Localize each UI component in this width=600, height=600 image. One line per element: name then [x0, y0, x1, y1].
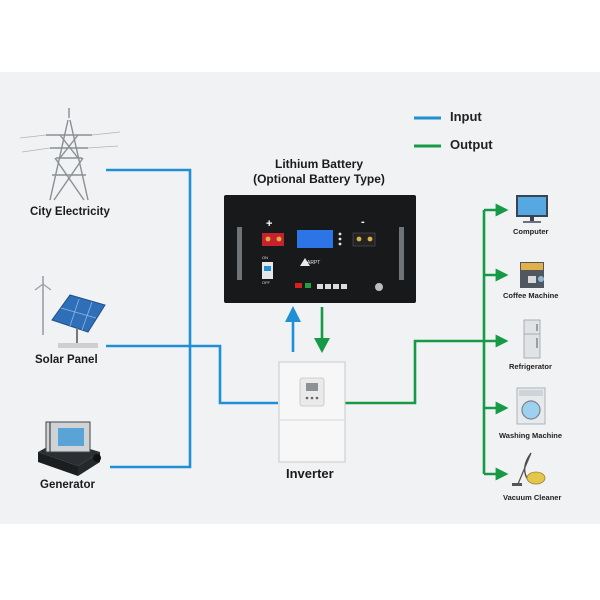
inverter-screen: [306, 383, 318, 391]
battery-title-line1: Lithium Battery: [274, 157, 363, 171]
washing-machine-label: Washing Machine: [499, 431, 563, 440]
lcd-display: [297, 230, 333, 248]
battery-title: Lithium Battery (Optional Battery Type): [236, 157, 402, 187]
lithium-battery-unit: [224, 195, 416, 303]
battery-brand: ARPT: [307, 260, 321, 266]
refrigerator-label: Refrigerator: [509, 362, 552, 371]
power-tower-icon: [19, 108, 121, 201]
legend-output-label: Output: [450, 137, 493, 152]
coffee-machine-icon: [520, 262, 544, 288]
solar-panel-icon: [34, 276, 106, 348]
generator-label: Generator: [40, 479, 95, 491]
battery-minus-symbol: -: [361, 216, 365, 228]
negative-terminal: [352, 232, 376, 247]
solar-panel-label: Solar Panel: [35, 354, 98, 366]
vacuum-cleaner-icon: [512, 452, 546, 486]
generator-icon: [38, 421, 101, 476]
inverter-output-line: [345, 339, 484, 405]
brand-logo-mark: [300, 258, 310, 266]
computer-label: Computer: [513, 227, 549, 236]
solar-input-line: [106, 344, 278, 405]
battery-to-inverter-arrow: [314, 338, 330, 353]
city-input-line: [106, 168, 192, 469]
computer-icon: [516, 195, 548, 223]
switch-on-label: ON: [262, 255, 268, 260]
switch-off-label: OFF: [262, 280, 270, 285]
positive-terminal: [262, 233, 284, 246]
output-lines: [314, 203, 509, 481]
inverter-label: Inverter: [286, 466, 334, 481]
city-electricity-label: City Electricity: [30, 206, 110, 218]
vacuum-cleaner-label: Vacuum Cleaner: [503, 493, 562, 502]
input-lines: [106, 168, 301, 469]
legend-input-label: Input: [450, 109, 482, 124]
refrigerator-icon: [523, 319, 541, 359]
inverter-unit: [278, 361, 346, 463]
coffee-machine-label: Coffee Machine: [503, 291, 559, 300]
washing-machine-icon: [516, 387, 546, 425]
inverter-to-battery-arrow: [285, 306, 301, 322]
battery-title-line2: (Optional Battery Type): [253, 172, 385, 186]
battery-plus-symbol: +: [266, 218, 273, 230]
